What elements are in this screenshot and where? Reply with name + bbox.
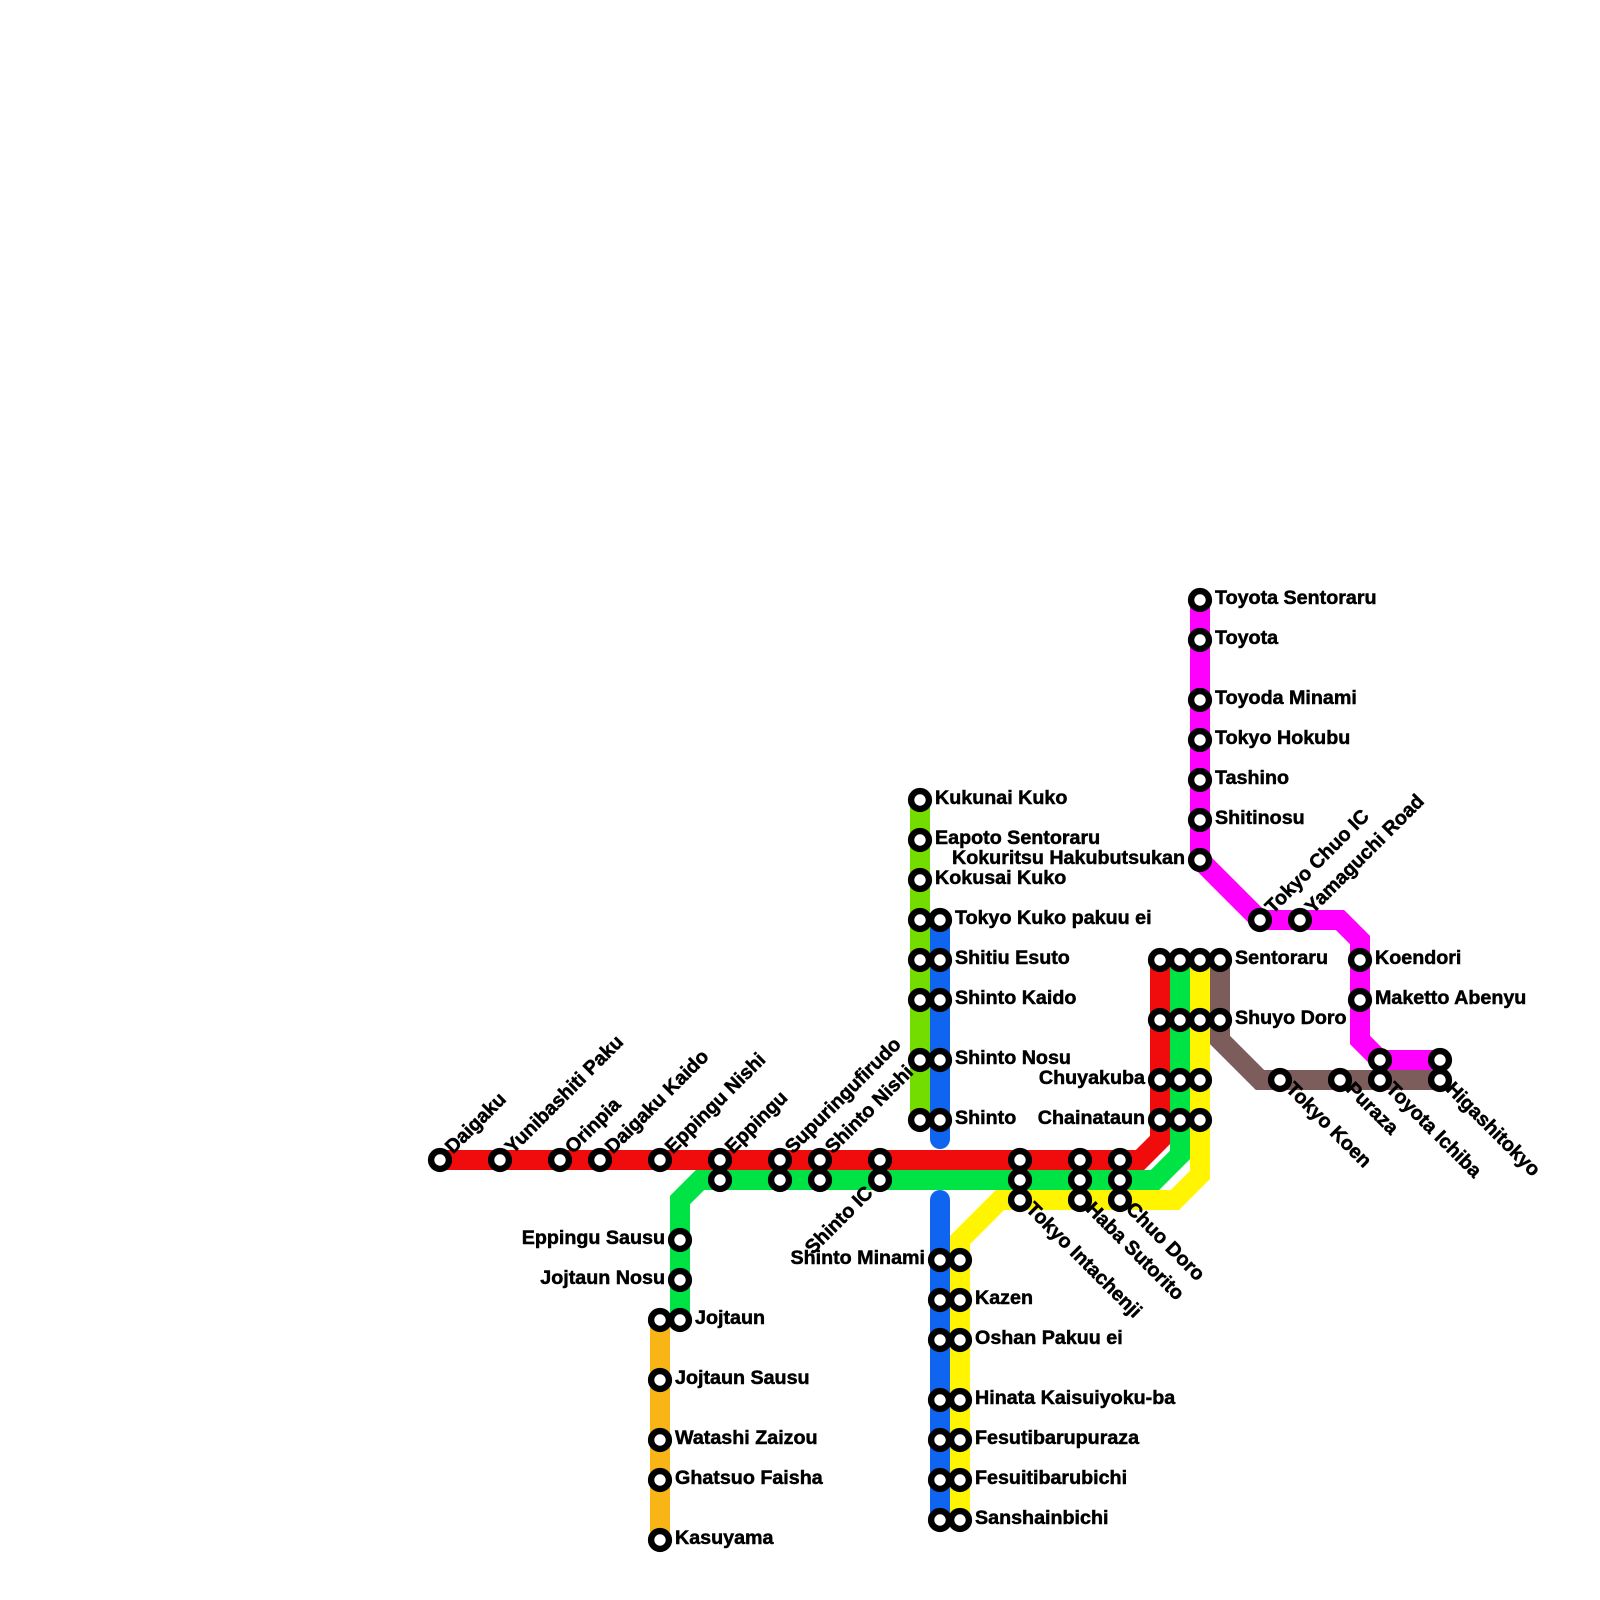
svg-text:Shitinosu: Shitinosu [1215, 807, 1305, 829]
svg-text:Kukunai Kuko: Kukunai Kuko [935, 787, 1067, 809]
svg-text:Fesutibarupuraza: Fesutibarupuraza [975, 1427, 1140, 1449]
svg-text:Shinto Kaido: Shinto Kaido [955, 987, 1076, 1009]
svg-text:Shinto: Shinto [955, 1107, 1016, 1129]
svg-text:Ghatsuo Faisha: Ghatsuo Faisha [675, 1467, 824, 1489]
svg-text:Shinto Nosu: Shinto Nosu [955, 1047, 1071, 1069]
svg-text:Eppingu Sausu: Eppingu Sausu [522, 1227, 665, 1249]
svg-text:Maketto Abenyu: Maketto Abenyu [1375, 987, 1526, 1009]
svg-text:Toyota: Toyota [1215, 627, 1279, 649]
svg-text:Tokyo Hokubu: Tokyo Hokubu [1215, 727, 1350, 749]
svg-text:Toyota Sentoraru: Toyota Sentoraru [1215, 587, 1377, 609]
svg-text:Shuyo Doro: Shuyo Doro [1235, 1007, 1347, 1029]
svg-text:Jojtaun Nosu: Jojtaun Nosu [540, 1267, 665, 1289]
svg-text:Jojtaun: Jojtaun [695, 1307, 765, 1329]
svg-text:Shitiu Esuto: Shitiu Esuto [955, 947, 1070, 969]
svg-text:Chuyakuba: Chuyakuba [1039, 1067, 1146, 1089]
svg-text:Kasuyama: Kasuyama [675, 1527, 775, 1549]
svg-text:Kokuritsu Hakubutsukan: Kokuritsu Hakubutsukan [952, 847, 1185, 869]
svg-text:Sentoraru: Sentoraru [1235, 947, 1328, 969]
svg-text:Kazen: Kazen [975, 1287, 1033, 1309]
svg-text:Jojtaun Sausu: Jojtaun Sausu [675, 1367, 810, 1389]
svg-text:Koendori: Koendori [1375, 947, 1461, 969]
svg-text:Chainataun: Chainataun [1038, 1107, 1145, 1129]
svg-text:Fesuitibarubichi: Fesuitibarubichi [975, 1467, 1127, 1489]
svg-text:Watashi Zaizou: Watashi Zaizou [675, 1427, 818, 1449]
svg-text:Sanshainbichi: Sanshainbichi [975, 1507, 1108, 1529]
svg-text:Oshan Pakuu ei: Oshan Pakuu ei [975, 1327, 1123, 1349]
svg-text:Shinto Minami: Shinto Minami [790, 1247, 925, 1269]
svg-text:Toyoda Minami: Toyoda Minami [1215, 687, 1357, 709]
svg-text:Kokusai Kuko: Kokusai Kuko [935, 867, 1066, 889]
svg-text:Hinata Kaisuiyoku-ba: Hinata Kaisuiyoku-ba [975, 1387, 1176, 1409]
svg-text:Tokyo Kuko pakuu ei: Tokyo Kuko pakuu ei [955, 907, 1152, 929]
svg-text:Tashino: Tashino [1215, 767, 1289, 789]
svg-text:Eapoto Sentoraru: Eapoto Sentoraru [935, 827, 1100, 849]
